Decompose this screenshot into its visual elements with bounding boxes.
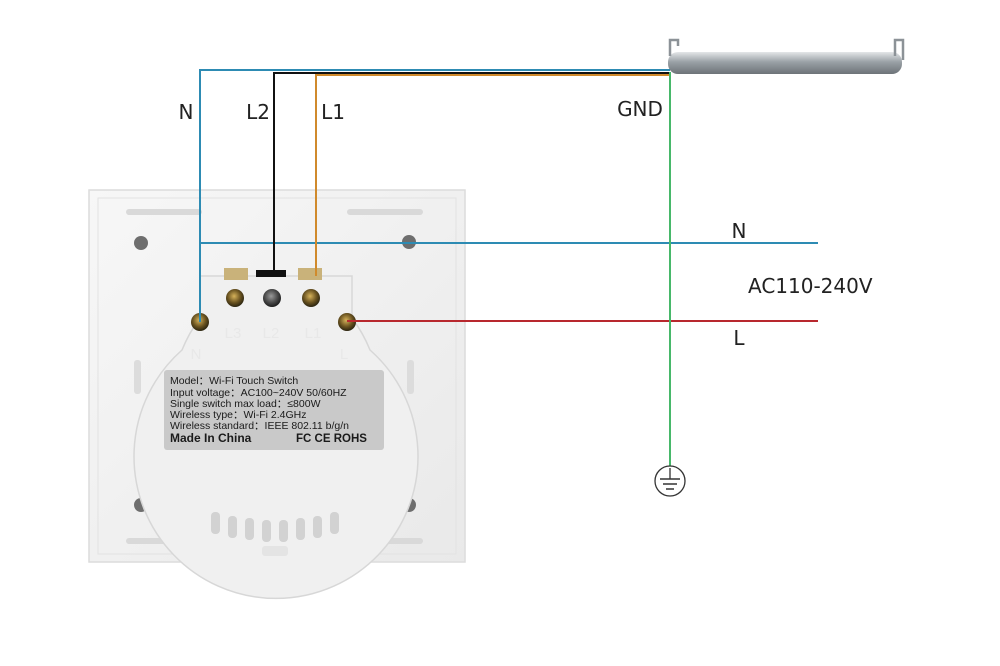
- sticker-wireless-standard: Wireless standard：IEEE 802.11 b/g/n: [170, 420, 349, 432]
- l2-wire: [273, 72, 670, 276]
- label-gnd: GND: [617, 97, 663, 121]
- spec-sticker: Model：Wi-Fi Touch Switch Input voltage：A…: [164, 370, 384, 450]
- sticker-model: Model：Wi-Fi Touch Switch: [170, 375, 298, 387]
- tube-lamp-icon: [668, 38, 905, 74]
- terminal-label-l: L: [340, 346, 348, 363]
- sticker-wireless-type: Wireless type：Wi-Fi 2.4GHz: [170, 409, 307, 421]
- label-supply-voltage: AC110-240V: [748, 274, 873, 298]
- label-top-l1: L1: [321, 100, 345, 124]
- terminal-label-l3: L3: [225, 325, 242, 342]
- sticker-max-load: Single switch max load：≤800W: [170, 398, 321, 410]
- neutral-wire-load: [199, 69, 670, 322]
- sticker-input-voltage: Input voltage：AC100~240V 50/60HZ: [170, 387, 347, 399]
- terminal-label-l2: L2: [263, 325, 280, 342]
- earth-ground-icon: [654, 465, 686, 497]
- terminal-label-n: N: [191, 346, 202, 363]
- label-right-l: L: [733, 326, 745, 350]
- label-top-l2: L2: [246, 100, 270, 124]
- label-right-n: N: [732, 219, 747, 243]
- sticker-made-in: Made In China: [170, 431, 252, 445]
- terminal-label-l1: L1: [305, 325, 322, 342]
- label-top-n: N: [179, 100, 194, 124]
- sticker-certifications: FC CE ROHS: [296, 433, 367, 445]
- l1-wire: [315, 74, 670, 276]
